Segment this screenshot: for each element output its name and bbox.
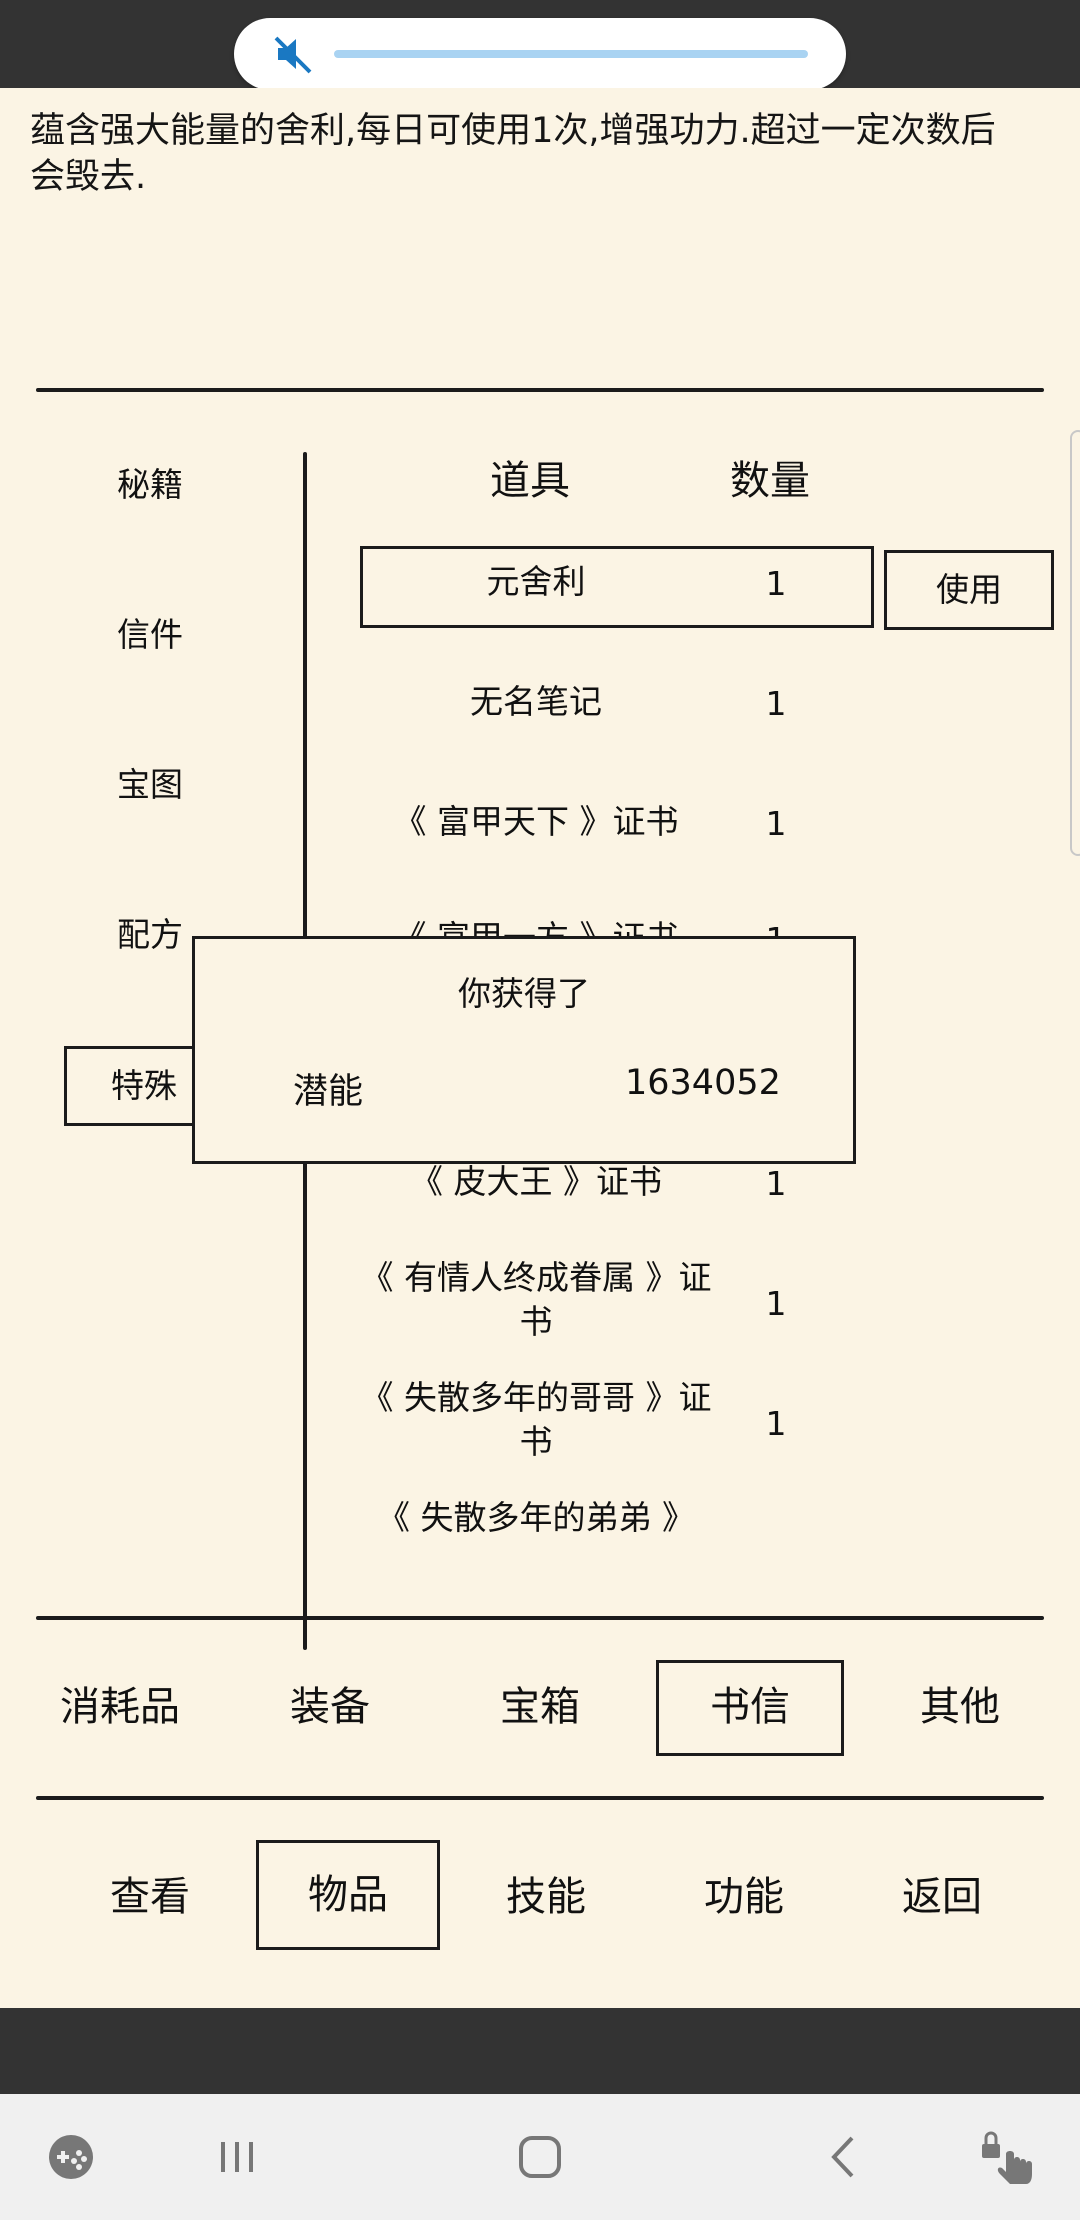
- list-item[interactable]: 《 失散多年的弟弟 》: [377, 1498, 695, 1537]
- mute-icon[interactable]: [272, 32, 316, 76]
- tab-functions[interactable]: 功能: [704, 1874, 784, 1920]
- popup-title: 你获得了: [458, 974, 590, 1013]
- header-qty: 数量: [730, 458, 810, 504]
- divider-bottom: [36, 1796, 1044, 1800]
- reward-popup[interactable]: 你获得了 潜能 1634052: [192, 936, 856, 1164]
- side-category-teshu[interactable]: 特殊: [64, 1046, 224, 1126]
- volume-slider[interactable]: [334, 50, 808, 58]
- reward-name: 潜能: [293, 1072, 364, 1112]
- list-clip: 《 失散多年的弟弟 》 1: [300, 1496, 760, 1556]
- letterbox-bar: [0, 2008, 1080, 2094]
- navigation-bar: [0, 2094, 1080, 2220]
- side-category-baotu[interactable]: 宝图: [117, 765, 183, 804]
- game-screen: 蕴含强大能量的舍利,每日可使用1次,增强功力.超过一定次数后会毁去. 秘籍 信件…: [0, 88, 1080, 2008]
- tab-consumables[interactable]: 消耗品: [60, 1684, 180, 1730]
- list-item[interactable]: 《 有情人终成眷属 》证书: [360, 1258, 712, 1341]
- volume-panel[interactable]: [234, 18, 846, 90]
- item-qty: 1: [765, 1404, 787, 1443]
- item-qty: 1: [746, 1530, 760, 1556]
- use-button[interactable]: 使用: [884, 550, 1054, 630]
- list-item-selected[interactable]: [360, 546, 874, 628]
- side-category-peifang[interactable]: 配方: [117, 915, 183, 954]
- item-description: 蕴含强大能量的舍利,每日可使用1次,增强功力.超过一定次数后会毁去.: [30, 111, 996, 197]
- side-category-mijii[interactable]: 秘籍: [117, 465, 183, 504]
- item-name: 元舍利: [486, 562, 586, 601]
- reward-value: 1634052: [625, 1063, 781, 1103]
- header-item: 道具: [490, 458, 570, 504]
- recent-apps-icon[interactable]: [204, 2124, 270, 2190]
- item-qty: 1: [765, 564, 787, 603]
- item-qty: 1: [765, 1284, 787, 1323]
- back-icon[interactable]: [810, 2124, 876, 2190]
- game-launcher-icon[interactable]: [38, 2124, 104, 2190]
- tab-letters[interactable]: 书信: [656, 1660, 844, 1756]
- home-icon[interactable]: [507, 2124, 573, 2190]
- tab-equipment[interactable]: 装备: [290, 1684, 370, 1730]
- side-category-xinjian[interactable]: 信件: [117, 615, 183, 654]
- tab-others[interactable]: 其他: [920, 1684, 1000, 1730]
- tab-view[interactable]: 查看: [110, 1874, 190, 1920]
- list-item[interactable]: 《 皮大王 》证书: [410, 1162, 662, 1201]
- edge-panel-handle[interactable]: [1070, 430, 1080, 856]
- tab-skills[interactable]: 技能: [506, 1874, 586, 1920]
- list-item[interactable]: 《 富甲天下 》证书: [393, 802, 679, 841]
- item-qty: 1: [765, 804, 787, 843]
- list-item[interactable]: 无名笔记: [470, 682, 602, 721]
- touch-lock-icon[interactable]: [976, 2124, 1042, 2190]
- tab-chests[interactable]: 宝箱: [500, 1684, 580, 1730]
- tab-items[interactable]: 物品: [256, 1840, 440, 1950]
- divider-top: [36, 388, 1044, 392]
- divider-middle: [36, 1616, 1044, 1620]
- item-qty: 1: [765, 1164, 787, 1203]
- item-qty: 1: [765, 684, 787, 723]
- list-item[interactable]: 《 失散多年的哥哥 》证书: [360, 1378, 712, 1461]
- tab-return[interactable]: 返回: [902, 1874, 982, 1920]
